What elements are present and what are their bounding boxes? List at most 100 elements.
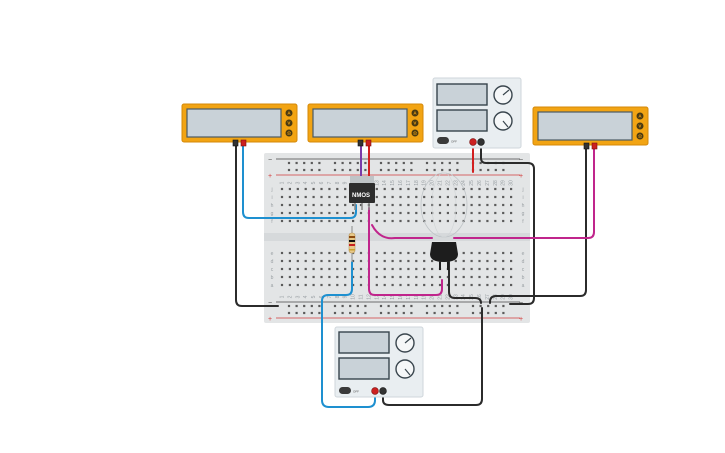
- terminal-hole[interactable]: [344, 219, 347, 223]
- terminal-hole[interactable]: [510, 195, 513, 199]
- terminal-hole[interactable]: [320, 259, 323, 263]
- terminal-hole[interactable]: [454, 219, 457, 223]
- terminal-hole[interactable]: [280, 251, 284, 255]
- terminal-hole[interactable]: [304, 267, 307, 271]
- rail-hole[interactable]: [441, 311, 444, 315]
- terminal-hole[interactable]: [344, 251, 347, 255]
- terminal-hole[interactable]: [399, 203, 402, 207]
- terminal-hole[interactable]: [296, 211, 299, 215]
- terminal-hole[interactable]: [280, 203, 284, 207]
- terminal-hole[interactable]: [454, 267, 457, 271]
- power-supply-bottom[interactable]: OFF: [334, 326, 424, 398]
- terminal-hole[interactable]: [391, 251, 394, 255]
- terminal-hole[interactable]: [399, 211, 402, 215]
- rail-hole[interactable]: [479, 161, 482, 165]
- terminal-hole[interactable]: [494, 275, 497, 279]
- wire-magenta-nmos-motor[interactable]: [371, 224, 433, 240]
- terminal-hole[interactable]: [312, 283, 315, 287]
- terminal-hole[interactable]: [399, 267, 402, 271]
- terminal-hole[interactable]: [344, 275, 347, 279]
- terminal-hole[interactable]: [296, 195, 299, 199]
- wire-blue-mm1-gate[interactable]: [242, 143, 357, 219]
- terminal-hole[interactable]: [280, 195, 284, 199]
- terminal-hole[interactable]: [510, 187, 513, 191]
- terminal-hole[interactable]: [359, 203, 363, 207]
- rail-hole[interactable]: [395, 311, 398, 315]
- rail-hole[interactable]: [310, 304, 313, 308]
- terminal-hole[interactable]: [328, 251, 331, 255]
- terminal-hole[interactable]: [288, 203, 291, 207]
- terminal-hole[interactable]: [446, 203, 449, 207]
- rail-hole[interactable]: [364, 161, 367, 165]
- terminal-hole[interactable]: [486, 251, 489, 255]
- terminal-hole[interactable]: [320, 195, 323, 199]
- wire-black-ps-bottom-ground[interactable]: [382, 307, 483, 406]
- mm-black-probe[interactable]: [583, 142, 590, 150]
- terminal-hole[interactable]: [344, 283, 347, 287]
- mm-ampere-button[interactable]: [636, 112, 644, 120]
- terminal-hole[interactable]: [478, 267, 481, 271]
- terminal-hole[interactable]: [415, 187, 418, 191]
- terminal-hole[interactable]: [280, 283, 284, 287]
- rail-hole[interactable]: [433, 304, 436, 308]
- terminal-hole[interactable]: [296, 259, 299, 263]
- rail-hole[interactable]: [310, 311, 313, 315]
- mm-red-probe[interactable]: [591, 142, 598, 150]
- rail-hole[interactable]: [364, 168, 367, 172]
- terminal-hole[interactable]: [486, 267, 489, 271]
- terminal-hole[interactable]: [391, 187, 394, 191]
- rail-hole[interactable]: [494, 168, 497, 172]
- terminal-hole[interactable]: [375, 203, 378, 207]
- rail-hole[interactable]: [379, 168, 383, 172]
- terminal-hole[interactable]: [462, 267, 465, 271]
- rail-hole[interactable]: [318, 311, 321, 315]
- terminal-hole[interactable]: [438, 195, 442, 199]
- wires[interactable]: [235, 142, 595, 408]
- terminal-hole[interactable]: [415, 259, 418, 263]
- terminal-hole[interactable]: [375, 251, 378, 255]
- terminal-hole[interactable]: [462, 203, 465, 207]
- rail-hole[interactable]: [295, 161, 298, 165]
- terminal-hole[interactable]: [462, 211, 465, 215]
- terminal-hole[interactable]: [391, 267, 394, 271]
- multimeter-1[interactable]: A V Ω: [181, 103, 298, 147]
- terminal-hole[interactable]: [383, 251, 386, 255]
- terminal-hole[interactable]: [312, 259, 315, 263]
- terminal-hole[interactable]: [359, 211, 363, 215]
- rail-hole[interactable]: [487, 168, 490, 172]
- mm-ohm-button[interactable]: [636, 132, 644, 140]
- terminal-hole[interactable]: [328, 259, 331, 263]
- terminal-hole[interactable]: [296, 219, 299, 223]
- terminal-hole[interactable]: [296, 251, 299, 255]
- terminal-hole[interactable]: [431, 219, 434, 223]
- terminal-hole[interactable]: [423, 267, 426, 271]
- terminal-hole[interactable]: [415, 219, 418, 223]
- terminal-hole[interactable]: [470, 203, 473, 207]
- rail-hole[interactable]: [364, 311, 367, 315]
- terminal-hole[interactable]: [320, 275, 323, 279]
- terminal-hole[interactable]: [296, 203, 299, 207]
- rail-hole[interactable]: [410, 304, 413, 308]
- terminal-hole[interactable]: [454, 187, 457, 191]
- terminal-hole[interactable]: [407, 211, 410, 215]
- terminal-hole[interactable]: [494, 211, 497, 215]
- mm-voltage-button[interactable]: [285, 119, 293, 127]
- terminal-hole[interactable]: [494, 283, 497, 287]
- rail-hole[interactable]: [356, 311, 359, 315]
- rail-hole[interactable]: [395, 161, 398, 165]
- rail-hole[interactable]: [287, 168, 291, 172]
- terminal-hole[interactable]: [280, 259, 284, 263]
- terminal-hole[interactable]: [478, 219, 481, 223]
- dc-motor[interactable]: [420, 172, 468, 270]
- terminal-hole[interactable]: [320, 219, 323, 223]
- multimeter-2[interactable]: A V Ω: [307, 103, 424, 147]
- terminal-hole[interactable]: [407, 219, 410, 223]
- terminal-hole[interactable]: [304, 203, 307, 207]
- terminal-hole[interactable]: [502, 259, 505, 263]
- terminal-hole[interactable]: [446, 187, 449, 191]
- terminal-hole[interactable]: [328, 283, 331, 287]
- terminal-hole[interactable]: [431, 259, 434, 263]
- terminal-hole[interactable]: [304, 187, 307, 191]
- terminal-hole[interactable]: [478, 251, 481, 255]
